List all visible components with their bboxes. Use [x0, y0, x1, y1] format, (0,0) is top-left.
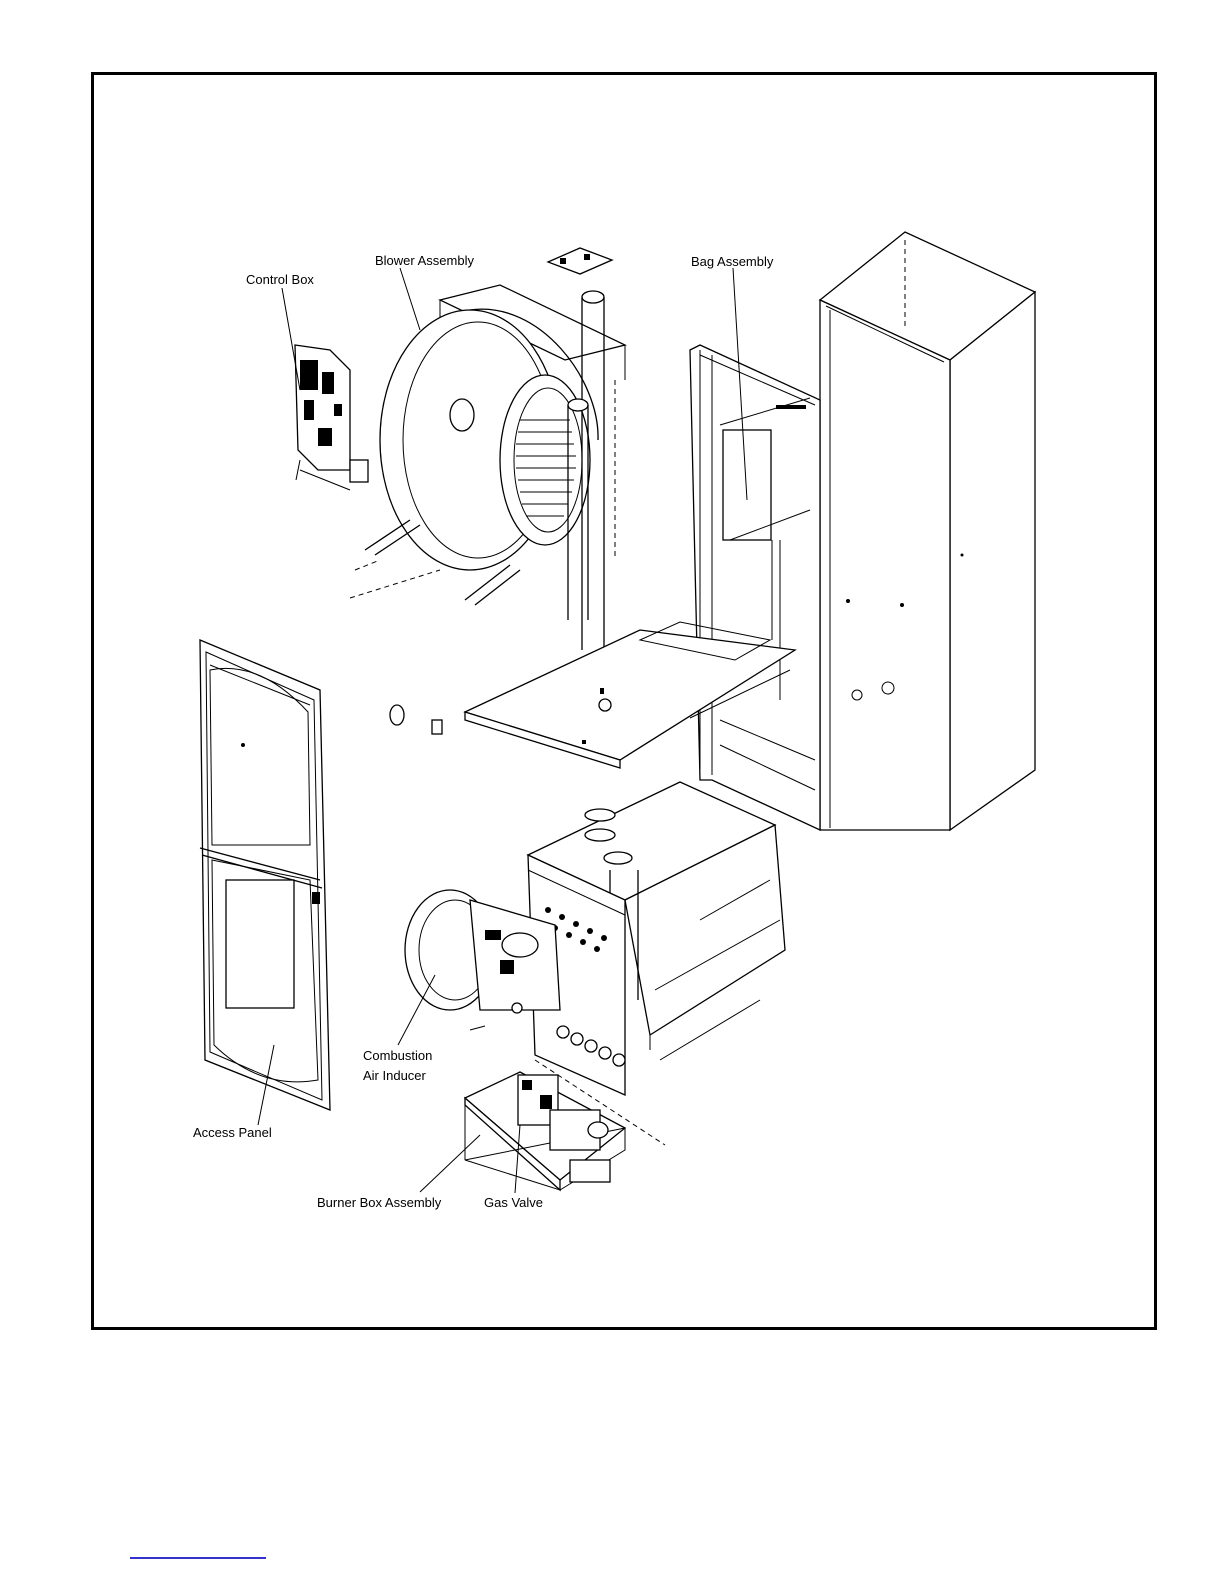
label-gas-valve: Gas Valve — [484, 1195, 543, 1210]
access-panel — [200, 640, 330, 1110]
label-control-box: Control Box — [246, 272, 314, 287]
bag-assembly-frame — [690, 345, 820, 830]
footer-link-underline[interactable] — [130, 1557, 266, 1559]
blower-assembly — [350, 285, 625, 605]
label-bag-assembly: Bag Assembly — [691, 254, 774, 269]
label-blower-assembly: Blower Assembly — [375, 253, 474, 268]
label-access-panel: Access Panel — [193, 1125, 272, 1140]
cabinet — [820, 232, 1035, 830]
top-bracket — [548, 248, 612, 274]
control-box — [295, 345, 368, 490]
label-combustion-air-inducer-line1: Combustion — [363, 1048, 432, 1063]
label-combustion-air-inducer-line2: Air Inducer — [363, 1068, 427, 1083]
label-burner-box-assembly: Burner Box Assembly — [317, 1195, 442, 1210]
